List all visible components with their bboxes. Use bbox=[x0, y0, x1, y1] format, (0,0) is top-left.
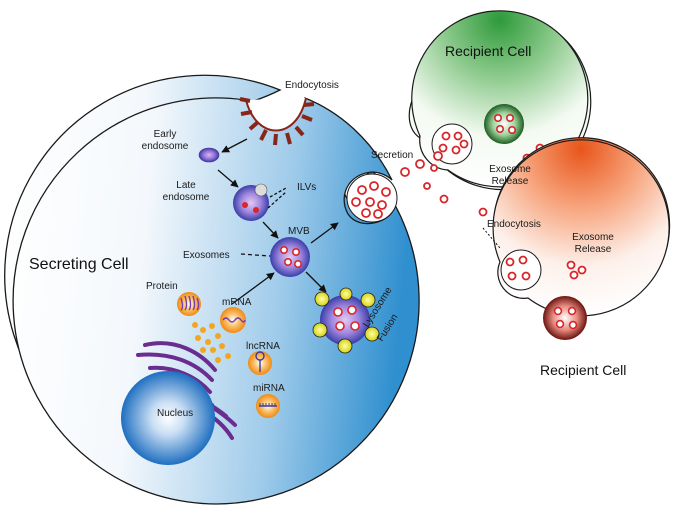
label-exosomes: Exosomes bbox=[183, 250, 230, 261]
late-endosome bbox=[233, 183, 269, 221]
label-secretion: Secretion bbox=[371, 150, 413, 161]
recipient-top-mvb bbox=[484, 104, 524, 144]
label-early-endosome-2: endosome bbox=[142, 141, 189, 152]
label-lncrna: lncRNA bbox=[246, 341, 280, 352]
recipient-bottom-pocket-exosomes bbox=[505, 255, 531, 281]
mrna-carrier bbox=[220, 307, 246, 333]
early-endosome bbox=[198, 147, 220, 163]
recipient-bottom-pocket bbox=[500, 249, 542, 291]
label-endocytosis-top: Endocytosis bbox=[285, 80, 339, 91]
mvb bbox=[270, 237, 310, 277]
label-recipient-cell-bottom: Recipient Cell bbox=[540, 362, 626, 378]
secretion-exosomes bbox=[351, 181, 391, 219]
recipient-bottom-released-exosomes bbox=[566, 260, 587, 280]
label-endocytosis-right: Endocytosis bbox=[487, 219, 541, 230]
label-nucleus: Nucleus bbox=[157, 408, 193, 419]
golgi-vesicles bbox=[192, 322, 231, 363]
label-recipient-cell-top: Recipient Cell bbox=[445, 43, 531, 59]
label-mirna: miRNA bbox=[253, 383, 285, 394]
label-mrna: mRNA bbox=[222, 297, 252, 308]
nucleus bbox=[121, 371, 215, 465]
label-late-endosome-1: Late bbox=[176, 180, 196, 191]
lysosome-fusion bbox=[312, 287, 380, 354]
endocytosis-arrow bbox=[482, 227, 501, 249]
recipient-top-pocket-exosomes bbox=[438, 131, 469, 155]
lncrna-carrier bbox=[248, 351, 272, 375]
label-late-endosome-2: endosome bbox=[163, 192, 210, 203]
secreting-cell-body bbox=[12, 97, 420, 505]
pathway-arrows bbox=[217, 138, 339, 305]
label-exosome-release-bottom-1: Exosome bbox=[572, 232, 614, 243]
free-exosomes bbox=[400, 151, 488, 217]
label-exosome-release-top-2: Release bbox=[492, 176, 529, 187]
clathrin-spikes bbox=[239, 97, 315, 146]
protein-carrier bbox=[177, 292, 201, 316]
label-ilvs: ILVs bbox=[297, 182, 316, 193]
label-secreting-cell: Secreting Cell bbox=[29, 256, 129, 273]
label-protein: Protein bbox=[146, 281, 178, 292]
label-early-endosome-1: Early bbox=[154, 129, 177, 140]
label-exosome-release-top-1: Exosome bbox=[489, 164, 531, 175]
recipient-bottom-mvb bbox=[543, 296, 587, 340]
label-exosome-release-bottom-2: Release bbox=[575, 244, 612, 255]
label-mvb: MVB bbox=[288, 226, 310, 237]
mirna-carrier bbox=[256, 394, 280, 418]
